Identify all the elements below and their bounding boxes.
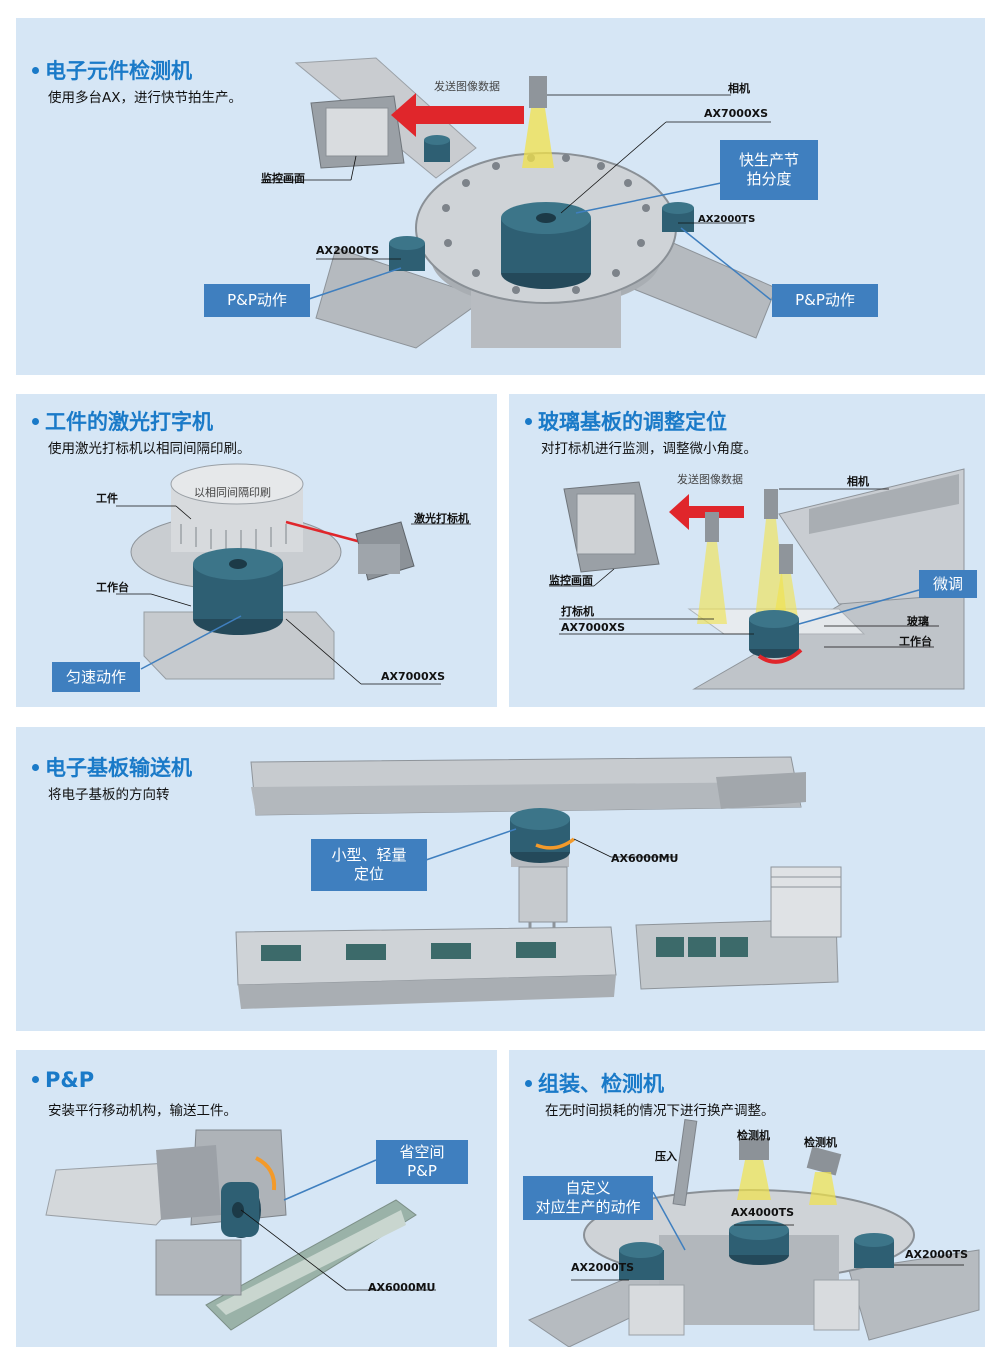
tag-fine-adjust: 微调 [919,570,977,598]
tag-compact-positioning: 小型、轻量 定位 [311,839,427,891]
label-workpiece: 工件 [96,492,118,505]
panel-pick-and-place: P&P 安装平行移动机构，输送工件。 AX6000MU 省空间 P&P [16,1050,497,1347]
assembly-inspection-illustration [527,1119,980,1347]
label-glass: 玻璃 [907,615,929,628]
tag-text: 自定义 对应生产的动作 [535,1179,641,1216]
label-ax7000xs: AX7000XS [381,670,446,683]
panel-component-inspection: 电子元件检测机 使用多台AX，进行快节拍生产。 发送图像数据 相机 AX7000… [16,18,985,375]
panel-subtitle: 使用多台AX，进行快节拍生产。 [48,90,242,106]
label-ax7000xs: AX7000XS [704,107,769,120]
label-press: 压入 [655,1150,677,1163]
label-monitor: 监控画面 [549,574,593,587]
tag-uniform-motion: 匀速动作 [52,662,140,692]
tag-pp-right: P&P动作 [772,284,878,317]
label-print-spacing: 以相同间隔印刷 [194,486,271,499]
label-detector-1: 检测机 [737,1129,770,1142]
panel-title: 电子元件检测机 [32,55,192,85]
panel-title: 玻璃基板的调整定位 [525,406,727,436]
label-ax6000mu: AX6000MU [611,852,679,865]
board-conveyor-illustration [235,756,842,1009]
panel-subtitle: 使用激光打标机以相同间隔印刷。 [48,441,251,457]
panel-board-conveyor: 电子基板输送机 将电子基板的方向转 AX6000MU 小型、轻量 定位 [16,727,985,1031]
pick-and-place-illustration [45,1129,436,1331]
label-worktable: 工作台 [899,635,932,648]
laser-marker-illustration [116,463,471,685]
label-ax2000ts-right: AX2000TS [698,214,756,225]
label-marker: 打标机 [561,605,594,618]
label-send-image: 发送图像数据 [434,80,500,93]
tag-space-saving: 省空间 P&P [376,1140,468,1184]
label-ax7000xs: AX7000XS [561,621,626,634]
tag-text: 小型、轻量 定位 [331,846,407,883]
label-detector-2: 检测机 [804,1136,837,1149]
label-laser-marker: 激光打标机 [414,512,469,525]
label-ax2000ts-left: AX2000TS [316,244,380,257]
glass-alignment-illustration [549,468,965,690]
panel-subtitle: 安装平行移动机构，输送工件。 [48,1103,237,1119]
panel-subtitle: 在无时间损耗的情况下进行换产调整。 [545,1103,775,1119]
tag-text: 省空间 P&P [399,1143,445,1180]
label-ax2000ts-right: AX2000TS [905,1248,969,1261]
panel-laser-marker: 工件的激光打字机 使用激光打标机以相同间隔印刷。 以相同间隔印刷 工件 工作台 … [16,394,497,707]
panel-title: 电子基板输送机 [32,752,192,782]
label-camera: 相机 [728,82,750,95]
tag-pp-left: P&P动作 [204,284,310,317]
label-ax2000ts-left: AX2000TS [571,1261,635,1274]
label-send-image: 发送图像数据 [677,473,743,486]
inspection-machine-illustration [261,57,777,349]
panel-title: 工件的激光打字机 [32,406,213,436]
panel-glass-alignment: 玻璃基板的调整定位 对打标机进行监测，调整微小角度。 发送图像数据 相机 监控画… [509,394,985,707]
panel-title: P&P [32,1068,94,1092]
label-ax4000ts: AX4000TS [731,1206,795,1219]
panel-title: 组装、检测机 [525,1068,664,1098]
tag-custom-motion: 自定义 对应生产的动作 [523,1176,653,1220]
tag-fast-indexing: 快生产节 拍分度 [720,140,818,200]
label-worktable: 工作台 [96,581,129,594]
label-monitor: 监控画面 [261,172,305,185]
panel-assembly-inspection: 组装、检测机 在无时间损耗的情况下进行换产调整。 压入 检测机 检测机 AX40… [509,1050,985,1347]
label-camera: 相机 [847,475,869,488]
label-ax6000mu: AX6000MU [368,1281,436,1294]
panel-subtitle: 对打标机进行监测，调整微小角度。 [541,441,757,457]
tag-text: 快生产节 拍分度 [738,151,799,188]
panel-subtitle: 将电子基板的方向转 [48,787,170,803]
